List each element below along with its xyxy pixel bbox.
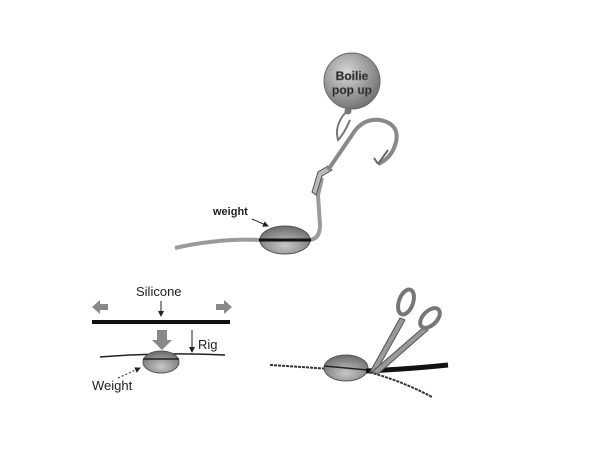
cutting-diagram bbox=[269, 287, 449, 398]
top-rig: Boilie pop up weight bbox=[174, 52, 399, 255]
boilie-icon: Boilie pop up bbox=[323, 52, 381, 110]
weight-label: Weight bbox=[92, 378, 133, 393]
down-arrow-icon bbox=[152, 330, 172, 350]
scissors-icon bbox=[369, 287, 442, 375]
stretch-right-arrow-icon bbox=[216, 300, 232, 314]
hair-loop bbox=[336, 111, 351, 142]
weight-line bbox=[323, 365, 369, 371]
hook-barb bbox=[373, 149, 389, 165]
silicone-diagram: Silicone Rig Weight bbox=[92, 284, 232, 393]
weight-label: weight bbox=[212, 206, 248, 218]
boilie-label-1: Boilie bbox=[336, 69, 369, 83]
boilie-label-2: pop up bbox=[332, 83, 372, 97]
silicone-sleeve bbox=[311, 165, 333, 196]
weight-pointer-arrow bbox=[251, 218, 269, 227]
stretch-left-arrow-icon bbox=[92, 300, 108, 314]
silicone-label: Silicone bbox=[136, 284, 182, 299]
rig-label: Rig bbox=[198, 337, 218, 352]
weight-icon bbox=[142, 350, 180, 374]
weight-pointer-arrow bbox=[117, 367, 141, 379]
main-line bbox=[174, 237, 263, 250]
hook bbox=[326, 117, 399, 172]
